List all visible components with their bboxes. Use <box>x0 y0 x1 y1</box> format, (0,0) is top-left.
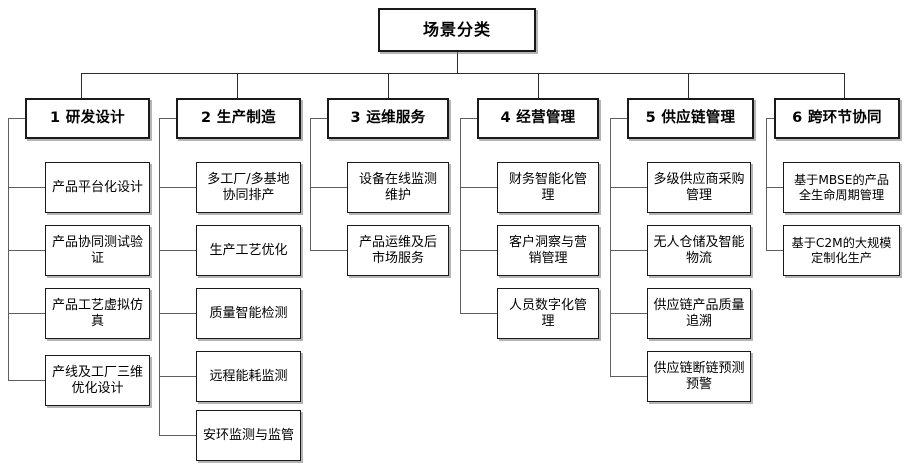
leaf-node-5-2-label: 无人仓储及智能物流 <box>653 235 745 266</box>
connector-stub-3-2 <box>310 250 348 251</box>
connector-stub-2-5 <box>159 435 197 436</box>
leaf-node-2-5-label: 安环监测与监管 <box>202 427 294 443</box>
category-header-2-label: 2 生产制造 <box>201 109 276 126</box>
connector-stub-5-4 <box>610 376 648 377</box>
leaf-node-5-1-label: 多级供应商采购管理 <box>653 172 745 203</box>
connector-stub-3-1 <box>310 187 348 188</box>
connector-stub-1-3 <box>8 313 46 314</box>
leaf-node-3-2[interactable]: 产品运维及后市场服务 <box>347 225 449 276</box>
connector-cat-4-entry <box>460 118 478 119</box>
connector-stub-2-4 <box>159 376 197 377</box>
leaf-node-1-4-label: 产线及工厂三维优化设计 <box>51 365 143 396</box>
connector-stub-5-3 <box>610 313 648 314</box>
connector-cat-2-entry <box>159 118 177 119</box>
connector-bus-to-cat-5 <box>688 73 689 99</box>
category-header-1[interactable]: 1 研发设计 <box>25 98 150 139</box>
leaf-node-4-1[interactable]: 财务智能化管理 <box>497 162 599 213</box>
connector-main-bus <box>81 73 844 74</box>
leaf-node-3-1[interactable]: 设备在线监测维护 <box>347 162 449 213</box>
leaf-node-1-2-label: 产品协同测试验证 <box>51 235 143 266</box>
leaf-node-2-3-label: 质量智能检测 <box>209 305 288 321</box>
leaf-node-2-4-label: 远程能耗监测 <box>209 368 288 384</box>
connector-stub-1-4 <box>8 380 46 381</box>
connector-stub-2-1 <box>159 187 197 188</box>
connector-bus-to-cat-6 <box>844 73 845 99</box>
connector-bus-to-cat-2 <box>237 73 238 99</box>
leaf-node-4-1-label: 财务智能化管理 <box>508 172 587 203</box>
leaf-node-1-3-label: 产品工艺虚拟仿真 <box>51 298 143 329</box>
leaf-node-5-3-label: 供应链产品质量追溯 <box>653 298 745 329</box>
connector-trunk-4 <box>460 118 461 313</box>
connector-trunk-2 <box>159 118 160 435</box>
connector-bus-to-cat-4 <box>538 73 539 99</box>
category-header-5[interactable]: 5 供应链管理 <box>627 98 754 139</box>
leaf-node-2-3[interactable]: 质量智能检测 <box>196 288 301 339</box>
leaf-node-5-4[interactable]: 供应链断链预测预警 <box>647 351 751 402</box>
root-node-label: 场景分类 <box>422 19 491 39</box>
connector-stub-5-1 <box>610 187 648 188</box>
connector-stub-2-2 <box>159 250 197 251</box>
leaf-node-5-3[interactable]: 供应链产品质量追溯 <box>647 288 751 339</box>
connector-trunk-1 <box>8 118 9 380</box>
leaf-node-4-2-label: 客户洞察与营销管理 <box>508 235 587 266</box>
leaf-node-3-2-label: 产品运维及后市场服务 <box>358 235 437 266</box>
leaf-node-1-3[interactable]: 产品工艺虚拟仿真 <box>45 288 150 339</box>
category-header-4-label: 4 经营管理 <box>500 109 576 126</box>
root-node[interactable]: 场景分类 <box>378 8 536 52</box>
connector-stub-2-3 <box>159 313 197 314</box>
category-header-6-label: 6 跨环节协同 <box>792 109 882 126</box>
leaf-node-4-3[interactable]: 人员数字化管理 <box>497 288 599 339</box>
leaf-node-5-1[interactable]: 多级供应商采购管理 <box>647 162 751 213</box>
leaf-node-3-1-label: 设备在线监测维护 <box>358 172 437 203</box>
category-header-2[interactable]: 2 生产制造 <box>176 98 301 139</box>
leaf-node-4-2[interactable]: 客户洞察与营销管理 <box>497 225 599 276</box>
connector-trunk-6 <box>766 118 767 250</box>
connector-cat-3-entry <box>310 118 328 119</box>
connector-stub-4-1 <box>460 187 498 188</box>
leaf-node-2-1[interactable]: 多工厂/多基地协同排产 <box>196 162 301 213</box>
category-header-5-label: 5 供应链管理 <box>645 109 736 126</box>
leaf-node-1-1-label: 产品平台化设计 <box>51 179 143 195</box>
leaf-node-6-1[interactable]: 基于MBSE的产品全生命周期管理 <box>783 162 900 213</box>
connector-stub-1-1 <box>8 187 46 188</box>
category-header-3[interactable]: 3 运维服务 <box>327 98 449 139</box>
leaf-node-1-1[interactable]: 产品平台化设计 <box>45 162 150 213</box>
connector-bus-to-cat-3 <box>388 73 389 99</box>
connector-trunk-5 <box>610 118 611 376</box>
leaf-node-2-5[interactable]: 安环监测与监管 <box>196 410 301 461</box>
connector-trunk-3 <box>310 118 311 250</box>
connector-bus-to-cat-1 <box>81 73 82 99</box>
connector-cat-5-entry <box>610 118 628 119</box>
leaf-node-2-1-label: 多工厂/多基地协同排产 <box>207 172 290 203</box>
leaf-node-6-2-label: 基于C2M的大规模定制化生产 <box>791 236 892 265</box>
connector-cat-1-entry <box>8 118 26 119</box>
connector-stub-5-2 <box>610 250 648 251</box>
connector-stub-4-3 <box>460 313 498 314</box>
leaf-node-1-4[interactable]: 产线及工厂三维优化设计 <box>45 355 150 406</box>
category-header-3-label: 3 运维服务 <box>350 109 426 126</box>
connector-root-drop <box>457 51 458 73</box>
connector-stub-4-2 <box>460 250 498 251</box>
leaf-node-2-4[interactable]: 远程能耗监测 <box>196 351 301 402</box>
leaf-node-6-2[interactable]: 基于C2M的大规模定制化生产 <box>783 225 900 276</box>
category-header-6[interactable]: 6 跨环节协同 <box>774 98 900 139</box>
leaf-node-5-4-label: 供应链断链预测预警 <box>653 361 745 392</box>
connector-stub-1-2 <box>8 250 46 251</box>
leaf-node-5-2[interactable]: 无人仓储及智能物流 <box>647 225 751 276</box>
leaf-node-2-2-label: 生产工艺优化 <box>209 242 288 258</box>
category-header-1-label: 1 研发设计 <box>50 109 125 126</box>
leaf-node-6-1-label: 基于MBSE的产品全生命周期管理 <box>793 173 890 202</box>
category-header-4[interactable]: 4 经营管理 <box>477 98 599 139</box>
leaf-node-1-2[interactable]: 产品协同测试验证 <box>45 225 150 276</box>
leaf-node-2-2[interactable]: 生产工艺优化 <box>196 225 301 276</box>
leaf-node-4-3-label: 人员数字化管理 <box>508 298 587 329</box>
